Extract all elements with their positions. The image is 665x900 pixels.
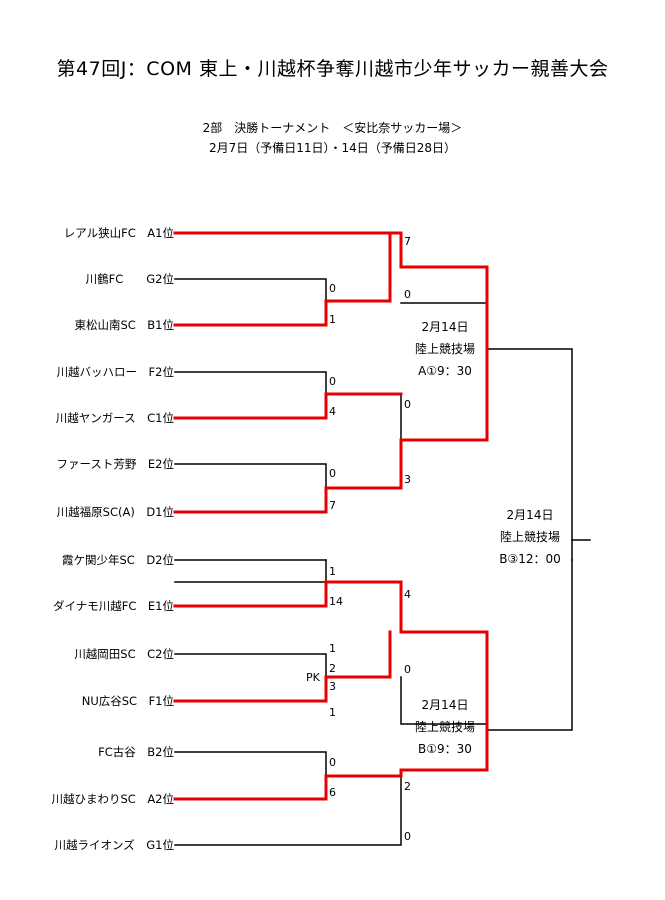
venue-sf-b: 2月14日 陸上競技場 B①9：30	[390, 694, 500, 760]
score-m3-bottom: 7	[329, 499, 336, 512]
winner-lines	[173, 231, 489, 801]
team-10: 川越岡田SC C2位	[74, 647, 174, 661]
page-title: 第47回J：COM 東上・川越杯争奪川越市少年サッカー親善大会	[56, 58, 609, 80]
venue-sf-b-place: 陸上競技場	[414, 720, 475, 734]
subtitle-dates: 2月7日（予備日11日）・14日（予備日28日）	[208, 141, 457, 155]
team-14: 川越ライオンズ G1位	[54, 838, 175, 852]
line-qf3-bottom	[400, 676, 488, 725]
team-9: ダイナモ川越FC E1位	[53, 599, 174, 613]
score-m5-top-pk: 2	[329, 662, 336, 675]
line-team-12	[174, 751, 327, 777]
venue-sf-b-time: B①9：30	[418, 742, 472, 756]
line-team-10	[174, 653, 327, 686]
subtitle-venue: 2部 決勝トーナメント ＜安比奈サッカー場＞	[202, 121, 463, 135]
score-m1-bottom: 1	[329, 313, 336, 326]
score-m2-top: 0	[329, 375, 336, 388]
team-4: 川越バッハロー F2位	[56, 365, 174, 379]
win-team-7	[173, 347, 489, 514]
score-m1-top: 0	[329, 282, 336, 295]
team-11: NU広谷SC F1位	[81, 694, 174, 708]
score-m6-bottom: 6	[329, 786, 336, 799]
win-team-1	[173, 231, 489, 351]
venue-final: 2月14日 陸上競技場 B③12：00	[475, 504, 585, 570]
score-m5-bottom-pk: 1	[329, 706, 336, 719]
venue-sf-a-date: 2月14日	[421, 320, 469, 334]
team-8: 霞ケ関少年SC D2位	[61, 553, 174, 567]
score-m3-top: 0	[329, 467, 336, 480]
venue-sf-a-place: 陸上競技場	[414, 342, 475, 356]
line-team-2	[174, 278, 327, 302]
line-team-4	[174, 371, 327, 395]
pk-label: PK	[306, 671, 320, 684]
venue-sf-b-date: 2月14日	[421, 698, 469, 712]
score-qf4-bottom: 0	[404, 830, 411, 843]
score-qf2-top: 0	[404, 398, 411, 411]
line-team-14	[174, 769, 402, 846]
line-sf-b	[486, 559, 573, 731]
line-team-11	[174, 684, 327, 702]
team-12: FC古谷 B2位	[98, 745, 174, 759]
score-m6-top: 0	[329, 756, 336, 769]
venue-sf-a: 2月14日 陸上競技場 A①9：30	[390, 316, 500, 382]
score-m4-bottom: 14	[329, 595, 343, 608]
win-team-11	[173, 630, 392, 703]
win-team-5	[173, 392, 403, 420]
win-team-9	[173, 580, 489, 732]
venue-final-date: 2月14日	[506, 508, 554, 522]
venue-final-time: B③12：00	[499, 552, 561, 566]
line-sf-a	[486, 348, 573, 561]
line-qf2-top	[400, 393, 488, 441]
score-qf3-bottom: 0	[404, 663, 411, 676]
team-6: ファースト芳野 E2位	[56, 457, 174, 471]
score-qf1-top: 7	[404, 235, 411, 248]
team-1: レアル狭山FC A1位	[63, 226, 174, 240]
score-m2-bottom: 4	[329, 405, 336, 418]
score-m4-top: 1	[329, 565, 336, 578]
win-team-13	[173, 728, 489, 801]
team-3: 東松山南SC B1位	[74, 318, 174, 332]
score-qf1-bottom: 0	[404, 288, 411, 301]
team-5: 川越ヤンガース C1位	[55, 411, 174, 425]
win-team-3	[173, 231, 392, 327]
venue-sf-a-time: A①9：30	[418, 364, 472, 378]
score-qf2-bottom: 3	[404, 473, 411, 486]
score-m5-bottom: 3	[329, 680, 336, 693]
team-7: 川越福原SC(A) D1位	[56, 505, 174, 519]
score-qf4-top: 2	[404, 780, 411, 793]
team-13: 川越ひまわりSC A2位	[51, 792, 174, 806]
team-2: 川鶴FC G2位	[85, 272, 174, 286]
line-team-6	[174, 463, 327, 489]
score-qf3-top: 4	[404, 588, 411, 601]
score-m5-top: 1	[329, 642, 336, 655]
venue-final-place: 陸上競技場	[499, 530, 560, 544]
